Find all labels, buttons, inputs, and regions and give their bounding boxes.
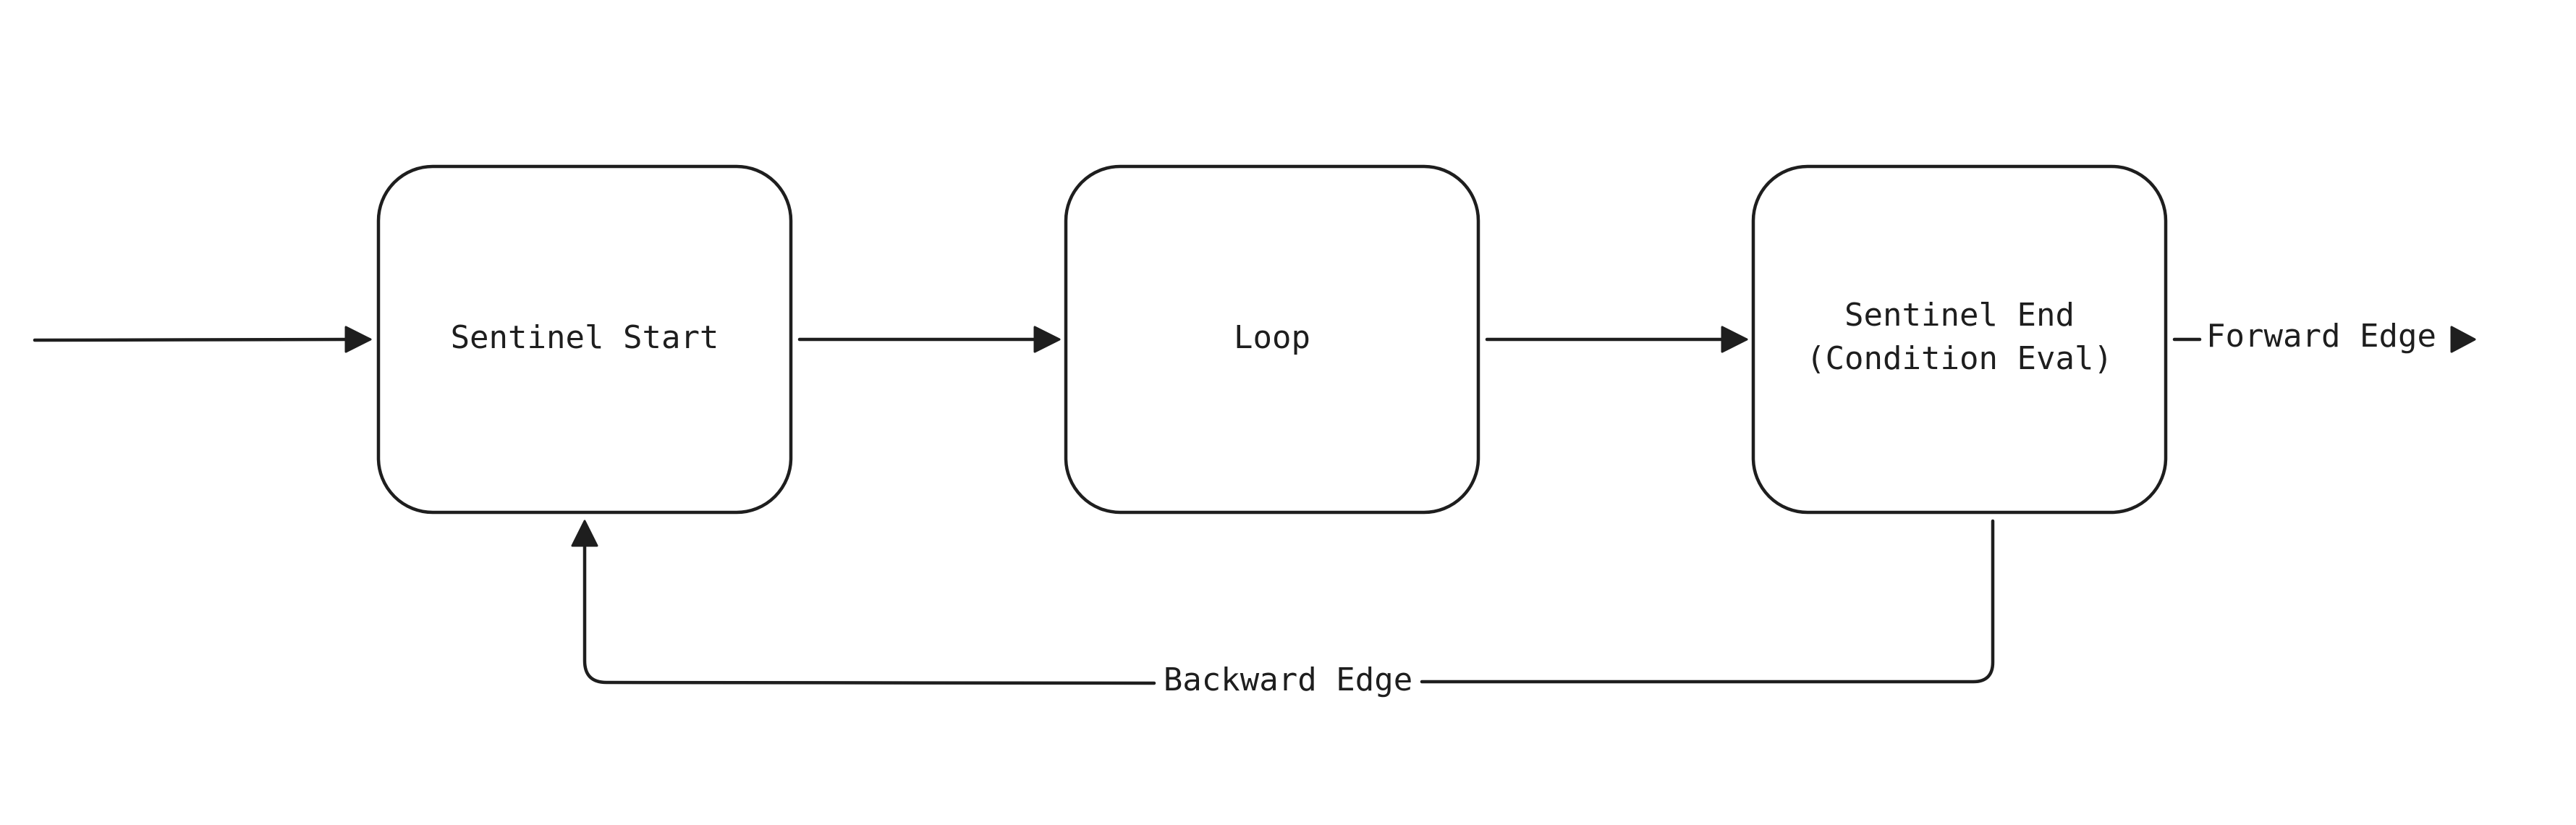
sentinel-end-box — [1751, 164, 2168, 515]
entry-edge-arrowhead — [344, 326, 372, 353]
loop-label: Loop — [1234, 319, 1310, 356]
entry-edge — [33, 326, 372, 353]
loop-box — [1064, 164, 1480, 515]
forward-edge: Forward Edge — [2172, 318, 2476, 355]
loop-to-end-edge-arrowhead — [1721, 326, 1748, 353]
backward-edge-label: Backward Edge — [1164, 661, 1412, 698]
backward-edge-arrowhead — [571, 520, 598, 547]
sentinel-start-label: Sentinel Start — [451, 319, 719, 356]
sentinel-end-label-line2: (Condition Eval) — [1806, 340, 2113, 377]
loop-to-end-edge — [1485, 326, 1748, 353]
backward-edge: Backward Edge — [571, 519, 1995, 698]
start-to-loop-edge-arrowhead — [1033, 326, 1061, 353]
start-to-loop-edge — [797, 326, 1061, 353]
forward-edge-label: Forward Edge — [2206, 318, 2436, 355]
sentinel-end-label-line1: Sentinel End — [1844, 297, 2075, 334]
sentinel-start-box — [376, 164, 793, 515]
entry-edge-line — [33, 337, 349, 342]
forward-edge-arrowhead — [2450, 326, 2476, 353]
backward-edge-line-left — [582, 544, 1156, 685]
backward-edge-line-right — [1420, 519, 1995, 684]
